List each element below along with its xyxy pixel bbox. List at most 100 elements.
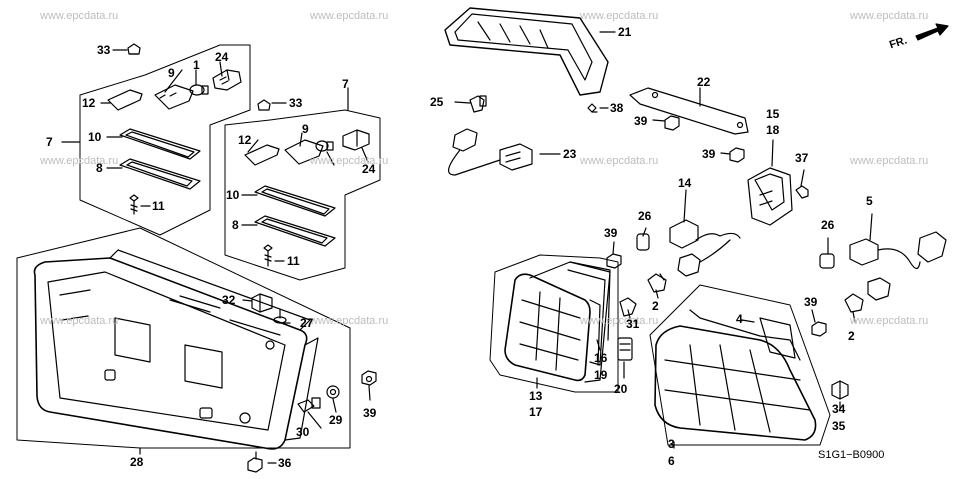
socket-15-icon <box>747 167 793 226</box>
left-upper-subassembly <box>61 43 251 236</box>
bulb-30-icon <box>297 397 321 413</box>
callout-39: 39 <box>363 406 377 420</box>
callout-11: 11 <box>287 254 300 268</box>
bulb-37-icon <box>795 185 809 199</box>
callout-20: 20 <box>614 382 628 396</box>
gasket-16-icon <box>567 269 606 366</box>
callout-21: 21 <box>618 25 632 39</box>
watermark: www.epcdata.ru <box>40 155 119 167</box>
outer-tail-light <box>649 284 831 446</box>
callout-2: 2 <box>652 299 659 313</box>
gasket-8-icon <box>119 158 201 190</box>
callout-22: 22 <box>697 75 711 89</box>
diagram-code: S1G1−B0900 <box>818 449 885 461</box>
callout-37: 37 <box>795 151 809 165</box>
nut-39-d-icon <box>811 321 827 337</box>
callout-23: 23 <box>563 147 577 161</box>
callout-2: 2 <box>848 329 855 343</box>
nut-39-a-icon <box>664 115 680 131</box>
washer-29-icon <box>326 385 340 399</box>
callout-10: 10 <box>88 130 102 144</box>
callout-5: 5 <box>866 194 873 208</box>
watermark: www.epcdata.ru <box>310 10 389 22</box>
lens-10-icon <box>119 128 201 160</box>
watermark: www.epcdata.ru <box>580 10 659 22</box>
clip-33b-icon <box>257 99 271 111</box>
watermark: www.epcdata.ru <box>580 155 659 167</box>
seal-20-icon <box>617 337 633 361</box>
watermark: www.epcdata.ru <box>40 10 119 22</box>
bulb-31-icon <box>619 297 637 317</box>
nut-39-b-icon <box>729 147 745 163</box>
socket-24b-icon <box>342 129 370 151</box>
callout-8: 8 <box>232 218 239 232</box>
callout-30: 30 <box>296 425 310 439</box>
bracket-12b-icon <box>244 144 280 166</box>
callout-27: 27 <box>300 316 314 330</box>
high-mount-light-21 <box>444 7 616 96</box>
front-direction-arrow-icon <box>915 23 949 41</box>
watermark: www.epcdata.ru <box>40 315 119 327</box>
watermark: www.epcdata.ru <box>580 315 659 327</box>
watermark: www.epcdata.ru <box>310 315 389 327</box>
bulb-1b-icon <box>315 140 334 152</box>
callout-34: 34 <box>832 402 846 416</box>
socket-32-icon <box>251 293 273 313</box>
gasket-8b-icon <box>254 215 336 247</box>
screw-11-icon <box>129 194 139 215</box>
bulb-25-icon <box>469 95 487 113</box>
callout-38: 38 <box>610 101 624 115</box>
callout-9: 9 <box>168 66 175 80</box>
bulb-2-a-icon <box>647 273 667 293</box>
callout-12: 12 <box>82 96 96 110</box>
callout-10: 10 <box>226 188 240 202</box>
callout-19: 19 <box>594 368 608 382</box>
clip-33-icon <box>127 43 141 55</box>
harness-23-icon <box>448 128 561 176</box>
bulb-1-icon <box>189 84 209 96</box>
callout-33: 33 <box>289 96 303 110</box>
callout-25: 25 <box>430 95 444 109</box>
callout-3: 3 <box>668 437 675 451</box>
left-mid-subassembly <box>224 87 381 281</box>
callout-6: 6 <box>668 454 675 468</box>
watermark: www.epcdata.ru <box>850 155 929 167</box>
callout-26: 26 <box>638 209 652 223</box>
callout-8: 8 <box>96 161 103 175</box>
callout-36: 36 <box>278 456 292 470</box>
callout-1: 1 <box>193 58 200 72</box>
nut-39-icon <box>361 370 377 386</box>
bulb-34-icon <box>831 380 849 400</box>
callout-7: 7 <box>342 77 349 91</box>
license-garnish-28 <box>16 227 351 450</box>
callout-4: 4 <box>736 312 743 326</box>
callout-39: 39 <box>702 147 716 161</box>
callout-39: 39 <box>804 295 818 309</box>
callout-39: 39 <box>604 226 618 240</box>
callout-39: 39 <box>634 114 648 128</box>
callout-32: 32 <box>222 293 236 307</box>
callout-17: 17 <box>529 405 543 419</box>
bracket-12-icon <box>107 89 143 111</box>
bulb-2-b-icon <box>844 293 864 313</box>
socket-24-icon <box>212 69 242 91</box>
bulb-26-b-icon <box>819 253 835 269</box>
callout-14: 14 <box>678 176 692 190</box>
callout-16: 16 <box>594 351 608 365</box>
lens-10b-icon <box>254 185 336 217</box>
callout-29: 29 <box>329 413 343 427</box>
callout-31: 31 <box>626 317 640 331</box>
holder-9-icon <box>154 84 194 110</box>
callout-24: 24 <box>215 50 229 64</box>
socket-5-icon <box>849 231 947 301</box>
screw-38-icon <box>587 103 598 113</box>
callout-18: 18 <box>766 123 780 137</box>
callout-24: 24 <box>362 162 376 176</box>
callout-26: 26 <box>821 218 835 232</box>
watermark: www.epcdata.ru <box>850 315 929 327</box>
watermark: www.epcdata.ru <box>310 155 389 167</box>
bracket-22-icon <box>629 87 749 135</box>
callout-7: 7 <box>46 135 53 149</box>
socket-14-icon <box>669 219 741 277</box>
